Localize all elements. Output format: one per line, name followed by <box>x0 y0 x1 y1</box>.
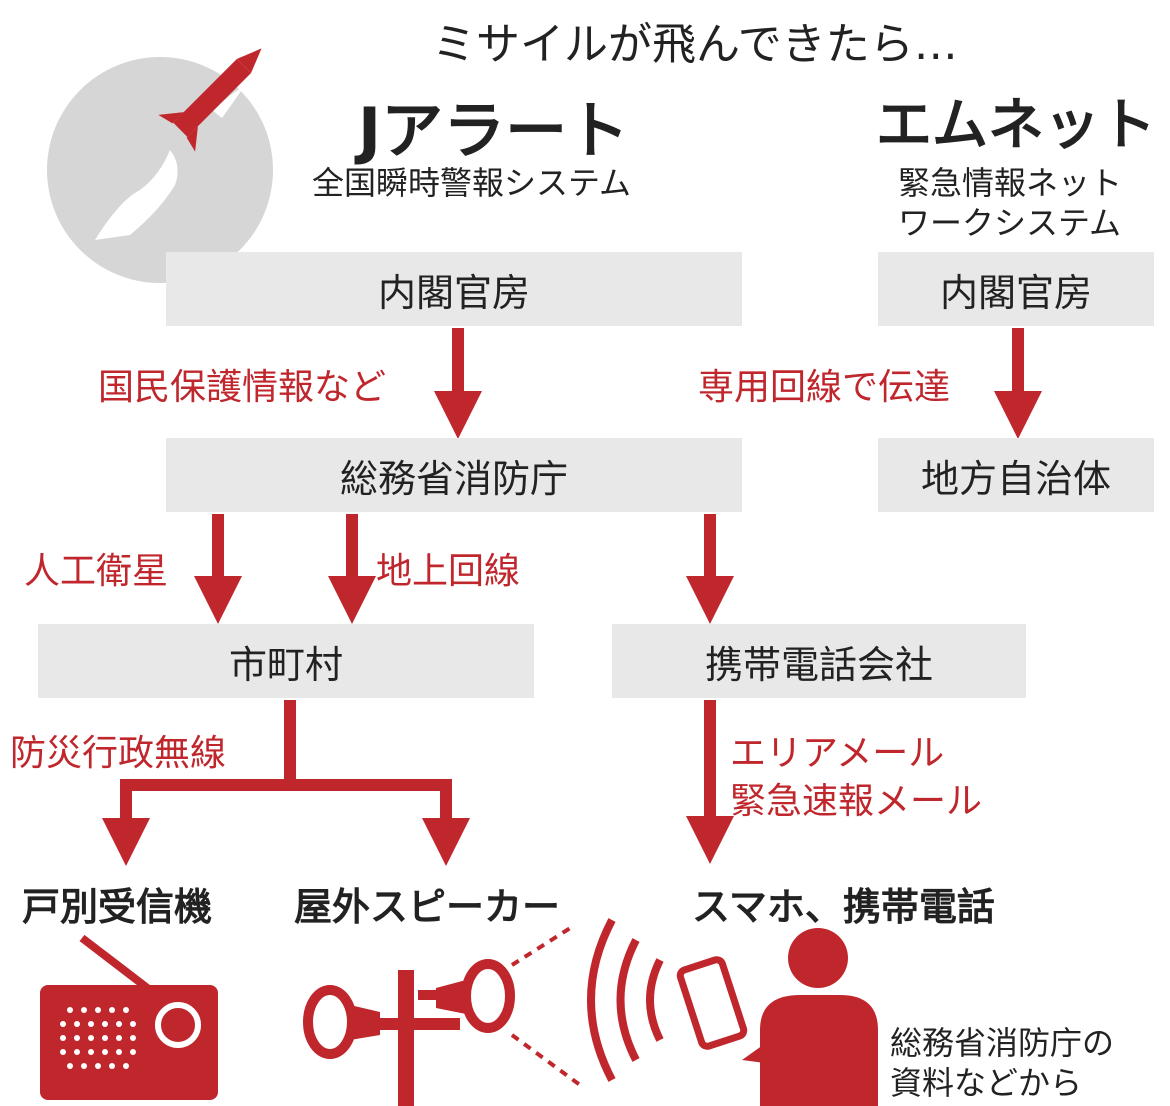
em-net-name: エムネット <box>876 93 1156 158</box>
edge-label-emergency-mail: 緊急速報メール <box>730 781 983 822</box>
arrow-muni-branch-right <box>290 779 470 866</box>
edge-label-area-mail: エリアメール <box>730 733 945 774</box>
page-title: ミサイルが飛んできたら… <box>432 19 958 70</box>
loudspeaker-icon <box>303 923 582 1106</box>
j-alert-subtitle: 全国瞬時警報システム <box>312 164 632 202</box>
signal-waves-icon <box>587 918 664 1082</box>
person-phone-icon <box>676 928 878 1106</box>
edge-label-ground-line: 地上回線 <box>376 551 521 592</box>
em-net-subtitle-1: 緊急情報ネット <box>898 164 1123 202</box>
missile-icon <box>47 48 273 283</box>
node-municipality: 市町村 <box>38 624 534 698</box>
node-local-gov: 地方自治体 <box>878 438 1154 512</box>
endpoint-home-receiver: 戸別受信機 <box>22 885 213 929</box>
endpoint-outdoor-speaker: 屋外スピーカー <box>294 885 561 929</box>
edge-label-dedicated-line: 専用回線で伝達 <box>698 367 951 408</box>
node-cabinet-left: 内閣官房 <box>166 252 742 326</box>
edge-label-satellite: 人工衛星 <box>24 551 169 592</box>
endpoint-phone: スマホ、携帯電話 <box>692 885 995 929</box>
em-net-subtitle-2: ワークシステム <box>898 204 1122 242</box>
source-note-1: 総務省消防庁の <box>890 1024 1115 1062</box>
edge-label-civil-protection: 国民保護情報など <box>98 367 387 408</box>
radio-icon <box>40 934 218 1100</box>
source-note-2: 資料などから <box>890 1064 1083 1102</box>
node-cabinet-right: 内閣官房 <box>878 252 1154 326</box>
j-alert-name: Jアラート <box>358 94 630 167</box>
arrow-muni-branch <box>102 700 296 866</box>
node-fdma: 総務省消防庁 <box>166 438 742 512</box>
edge-label-disaster-radio: 防災行政無線 <box>10 733 227 774</box>
node-carrier: 携帯電話会社 <box>612 624 1026 698</box>
